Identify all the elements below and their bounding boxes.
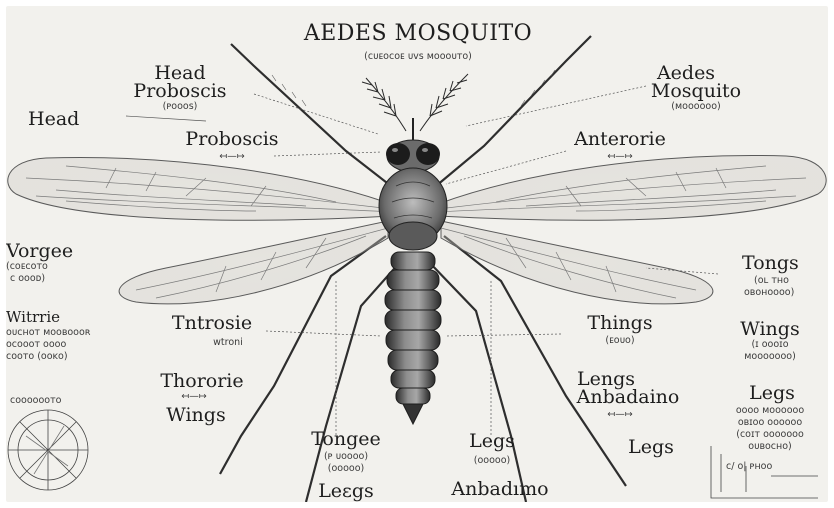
compass-rose — [8, 410, 88, 490]
label-head-proboscis-note: (ᴘᴏᴏᴏs) — [163, 102, 198, 112]
label-legs-right-mid: Legs — [628, 438, 674, 458]
wing-left — [8, 157, 391, 220]
label-head-proboscis-line2: Proboscis — [133, 82, 226, 102]
label-legs-right-note1: ᴏᴏᴏᴏ ᴍᴏᴏᴏᴏᴏᴏ — [736, 406, 804, 416]
label-legs-center: Legs — [469, 432, 515, 452]
label-witrrie-note2: ᴏᴄᴏᴏᴏᴛ ᴏᴏᴏᴏ — [6, 340, 66, 350]
antenna-right — [420, 74, 468, 131]
label-legs-bottom: Leεgs — [318, 482, 374, 502]
label-aedes-note: (ᴍᴏᴏᴏᴏᴏᴏ) — [671, 102, 720, 112]
label-things: Things — [587, 314, 652, 334]
label-tongs-note1: (ᴏʟ ᴛʜᴏ — [754, 276, 789, 286]
mosquito-thorax — [379, 168, 447, 250]
label-legs-right-note2: ᴏʙɪᴏᴏ ᴏᴏᴏᴏᴏᴏ — [738, 418, 802, 428]
label-tongs: Tongs — [742, 254, 799, 274]
wing-right — [438, 155, 826, 220]
label-things-note: (ᴇᴏᴜᴏ) — [605, 336, 634, 346]
mosquito-abdomen — [385, 252, 441, 424]
label-vorgee-note2: ᴄ ᴏᴏᴏᴅ) — [10, 274, 45, 284]
label-anbadaino-note: ↤—↦ — [607, 410, 632, 420]
label-anterorie: Anterorie — [574, 130, 666, 150]
label-wings-right: Wings — [740, 320, 799, 340]
label-tongs-note2: ᴏʙᴏʜᴏᴏᴏᴏ) — [744, 288, 794, 298]
label-head-left: Head — [28, 110, 79, 130]
diagram-sheet: AEDES MOSQUITO (ᴄᴜᴇᴏᴄᴏᴇ ᴜᴠs ᴍᴏᴏᴏᴜᴛᴏ) Hea… — [6, 6, 828, 502]
label-aedes-line2: Mosquito — [651, 82, 741, 102]
label-legs-center-note: (ᴏᴏᴏᴏᴏ) — [474, 456, 510, 466]
diagram-subtitle: (ᴄᴜᴇᴏᴄᴏᴇ ᴜᴠs ᴍᴏᴏᴏᴜᴛᴏ) — [364, 52, 472, 62]
label-proboscis-note: ↤—↦ — [219, 152, 244, 162]
label-legs-right: Legs — [749, 384, 795, 404]
diagram-title: AEDES MOSQUITO — [304, 22, 532, 45]
label-anterorie-note: ↤—↦ — [607, 152, 632, 162]
label-proboscis: Proboscis — [185, 130, 278, 150]
graph-box — [711, 446, 818, 498]
label-thororie-note: ↤—↦ — [181, 392, 206, 402]
label-thororie: Thororie — [160, 372, 243, 392]
label-wings-right-note1: (ɪ ᴏᴏᴏɪᴏ — [751, 340, 788, 350]
label-tongee: Tongee — [311, 430, 381, 450]
label-vorgee-note1: (ᴄᴏᴇᴄᴏᴛᴏ — [6, 262, 48, 272]
wing-right-lower — [441, 221, 713, 304]
mosquito-head — [386, 140, 440, 172]
label-wings-left: Wings — [166, 406, 225, 426]
label-legs-right-note4: ᴏᴜʙᴏᴄʜᴏ) — [748, 442, 792, 452]
label-anbadaino: Anbadaino — [577, 388, 680, 408]
label-witrrie-note1: ᴏᴜᴄʜᴏᴛ ᴍᴏᴏʙᴏᴏᴏʀ — [6, 328, 91, 338]
label-tntrosie: Tntrosie — [172, 314, 252, 334]
label-tntrosie-note: wtroni — [213, 338, 243, 348]
label-wings-right-note2: ᴍᴏᴏᴏᴏᴏᴏᴏ) — [744, 352, 796, 362]
label-witrrie-note3: ᴄᴏᴏᴛᴏ (ᴏᴏᴋᴏ) — [6, 352, 68, 362]
antenna-left — [362, 78, 406, 131]
label-witrrie: Witrrie — [6, 310, 60, 326]
wing-left-lower — [119, 221, 388, 304]
label-legs-right-note3: (ᴄᴏɪᴛ ᴏᴏᴏᴏᴏᴏᴏ — [736, 430, 804, 440]
label-tongee-note2: (ᴏᴏᴏᴏᴏ) — [328, 464, 364, 474]
label-tongee-note1: (ᴘ ᴜᴏᴏᴏᴏ) — [324, 452, 368, 462]
label-anbadimo-bottom: Anbadımo — [451, 480, 548, 500]
label-vorgee: Vorgee — [6, 242, 73, 262]
label-compass-note: ᴄᴏᴏᴏᴏᴏᴏᴛᴏ — [10, 396, 61, 406]
label-graph-note: ᴄ/ ᴏ| ᴘʜᴏᴏ — [726, 462, 772, 472]
